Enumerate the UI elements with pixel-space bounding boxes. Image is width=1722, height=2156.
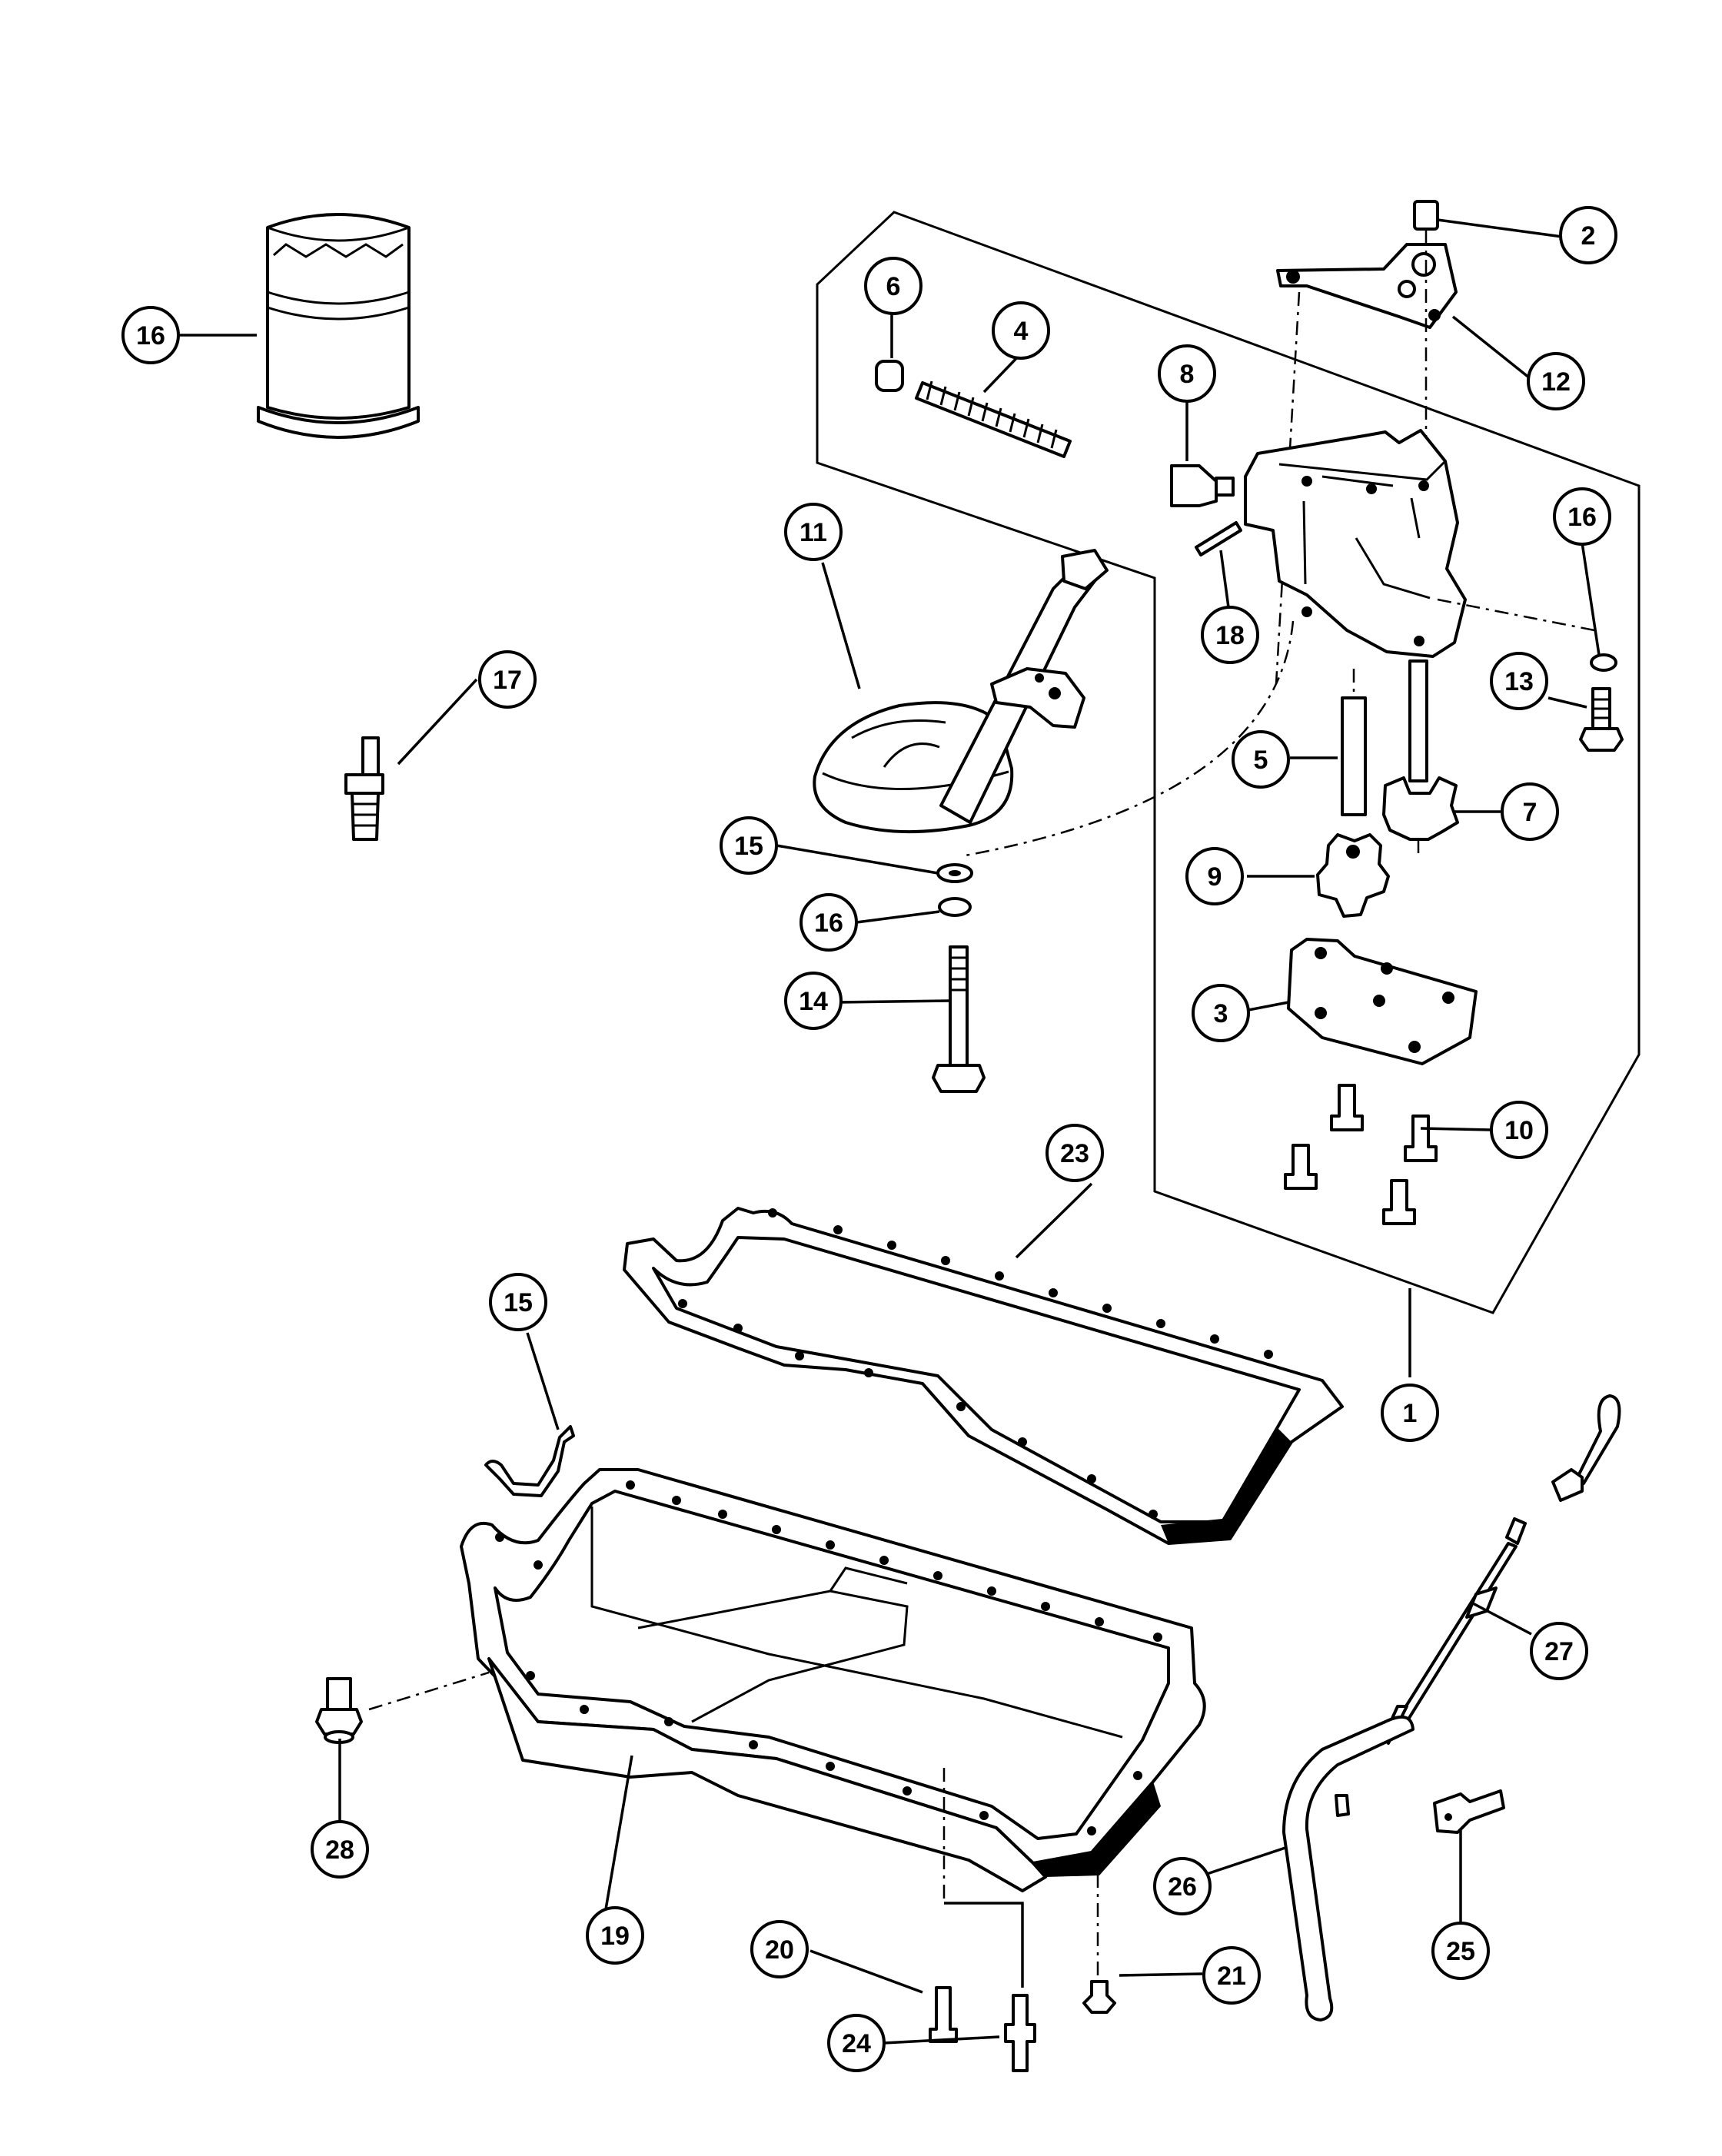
oil-pan-gasket — [623, 1207, 1344, 1545]
callout-5: 5 — [1232, 730, 1290, 789]
svg-text:13: 13 — [1504, 667, 1534, 696]
oil-pan — [460, 1468, 1206, 1892]
callout-6: 6 — [864, 257, 922, 315]
svg-text:27: 27 — [1544, 1637, 1574, 1666]
relief-valve-cap — [875, 360, 904, 392]
svg-text:26: 26 — [1168, 1872, 1197, 1902]
oil-pan-screw — [929, 1986, 958, 2043]
oil-pressure-sender — [344, 736, 384, 841]
pump-assembly-boundary — [816, 211, 1641, 1314]
roll-pin — [1195, 521, 1242, 556]
callout-3: 3 — [1192, 984, 1250, 1042]
callout-2: 2 — [1559, 206, 1617, 264]
svg-text:1: 1 — [1403, 1399, 1418, 1428]
svg-text:8: 8 — [1180, 360, 1195, 389]
relief-valve-spring — [915, 380, 1072, 458]
svg-text:5: 5 — [1254, 746, 1268, 775]
callout-16-filter: 16 — [121, 306, 180, 364]
pickup-bolt — [932, 945, 986, 1093]
callout-19: 19 — [586, 1906, 644, 1965]
svg-text:7: 7 — [1523, 798, 1538, 827]
callout-12: 12 — [1527, 352, 1585, 410]
svg-text:6: 6 — [886, 272, 901, 301]
callout-25: 25 — [1431, 1922, 1490, 1980]
drain-plug — [315, 1677, 363, 1744]
flat-washer — [936, 863, 973, 883]
svg-text:16: 16 — [814, 909, 843, 938]
callout-7: 7 — [1501, 782, 1559, 841]
svg-text:24: 24 — [842, 2029, 871, 2058]
callout-17: 17 — [478, 650, 537, 709]
callout-9: 9 — [1185, 847, 1244, 905]
callout-23: 23 — [1046, 1124, 1104, 1182]
svg-text:10: 10 — [1504, 1116, 1534, 1145]
svg-text:2: 2 — [1581, 221, 1596, 251]
oil-filter — [257, 213, 420, 439]
svg-text:23: 23 — [1060, 1139, 1089, 1168]
oil-pickup-screen — [813, 549, 1109, 834]
dipstick-tube — [1282, 1715, 1414, 2021]
lock-washer-left — [938, 897, 972, 917]
pump-pin — [1170, 464, 1235, 507]
pump-cover — [1287, 938, 1478, 1065]
callout-10: 10 — [1490, 1101, 1548, 1159]
lock-washer-right — [1590, 653, 1617, 672]
svg-text:16: 16 — [1567, 503, 1597, 532]
callout-4: 4 — [992, 301, 1050, 360]
callout-1: 1 — [1381, 1384, 1439, 1442]
oil-pan-stud — [1004, 1994, 1036, 2072]
oil-pan-bolt — [1082, 1980, 1116, 2014]
leader-lines — [178, 218, 1601, 2045]
callout-16-pickup: 16 — [800, 893, 858, 952]
svg-text:19: 19 — [600, 1922, 630, 1951]
svg-text:20: 20 — [765, 1935, 794, 1965]
callout-20: 20 — [750, 1920, 809, 1978]
svg-text:3: 3 — [1214, 999, 1228, 1028]
callout-18: 18 — [1201, 606, 1259, 664]
callout-13: 13 — [1490, 652, 1548, 710]
svg-text:25: 25 — [1446, 1937, 1475, 1966]
svg-text:11: 11 — [800, 518, 827, 547]
svg-text:4: 4 — [1014, 317, 1029, 346]
callout-26: 26 — [1153, 1857, 1212, 1915]
idler-gear — [1316, 833, 1390, 918]
callout-15-clip: 15 — [489, 1273, 547, 1331]
pump-cover-screws — [1284, 1084, 1438, 1225]
pump-cover-bolt — [1579, 687, 1624, 752]
svg-text:15: 15 — [504, 1288, 533, 1317]
wire-clip — [484, 1425, 575, 1497]
svg-text:9: 9 — [1208, 862, 1222, 892]
svg-text:17: 17 — [493, 666, 522, 695]
svg-text:21: 21 — [1217, 1962, 1246, 1991]
svg-text:15: 15 — [734, 832, 763, 861]
svg-text:14: 14 — [799, 987, 828, 1016]
svg-text:18: 18 — [1215, 621, 1245, 650]
callout-27: 27 — [1530, 1622, 1588, 1680]
pump-bracket — [1276, 243, 1458, 329]
callout-24: 24 — [827, 2014, 886, 2072]
callout-28: 28 — [311, 1820, 369, 1879]
callout-16-pump: 16 — [1553, 487, 1611, 546]
svg-text:12: 12 — [1541, 367, 1571, 397]
idler-shaft — [1341, 669, 1367, 816]
dipstick — [1382, 1394, 1621, 1745]
callout-21: 21 — [1202, 1946, 1261, 2005]
callout-14: 14 — [784, 972, 843, 1030]
svg-text:28: 28 — [325, 1835, 354, 1865]
tube-stud — [1433, 1789, 1505, 1834]
pump-mounting-bolt — [1413, 200, 1439, 231]
oil-pump-body — [1244, 429, 1467, 658]
svg-text:16: 16 — [136, 321, 165, 350]
callout-8: 8 — [1158, 344, 1216, 403]
callout-15-pickup: 15 — [720, 816, 778, 875]
callout-11: 11 — [784, 503, 843, 561]
drive-gear — [1382, 659, 1459, 853]
